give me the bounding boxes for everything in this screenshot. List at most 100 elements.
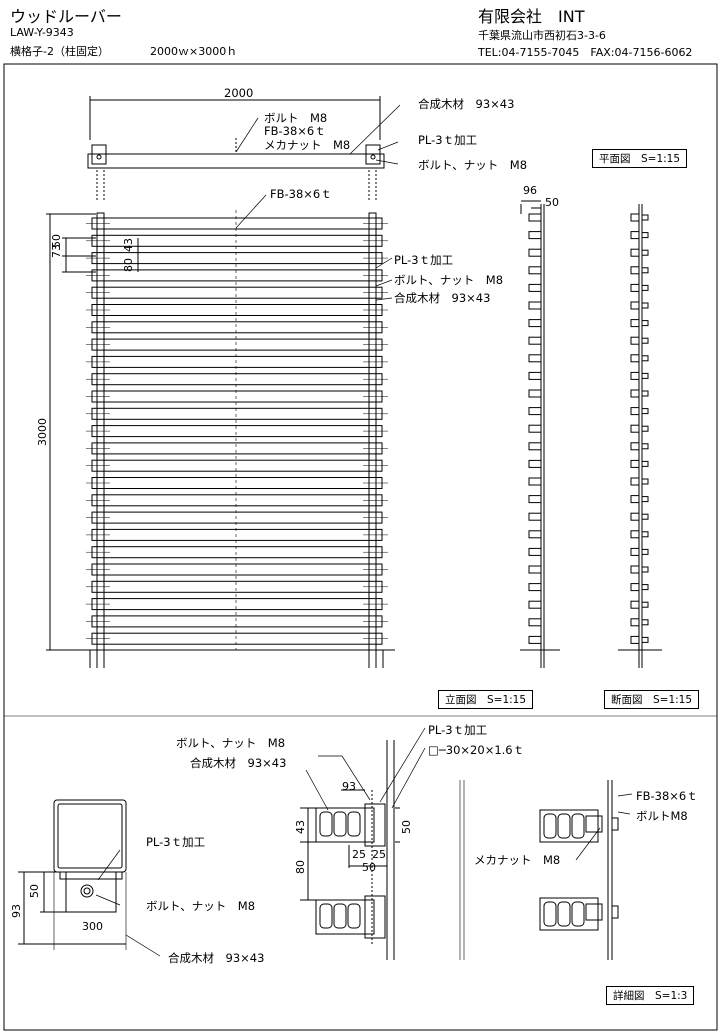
sheet-border — [3, 63, 718, 1031]
detail-left-label-pl: PL-3ｔ加工 — [146, 835, 206, 849]
section-slat — [528, 635, 542, 644]
sec-scale-box: 断面図 S=1:15 — [604, 690, 700, 709]
elevation-slat — [91, 269, 383, 282]
elevation-slat — [91, 425, 383, 438]
plan-label-fb: FB-38×6ｔ — [264, 124, 326, 138]
section-slat — [528, 583, 542, 592]
section-slat — [630, 442, 640, 451]
elev-dim-80: 80 — [122, 258, 135, 272]
plan-label-nut: メカナット M8 — [264, 138, 351, 152]
plan-view-geometry — [87, 96, 401, 200]
section-slat — [630, 565, 640, 574]
elevation-slat — [91, 632, 383, 645]
wood-hollow — [543, 813, 557, 839]
detail-scale-box: 詳細図 S=1:3 — [606, 986, 695, 1005]
section-slat — [528, 459, 542, 468]
elev-dim-50: 50 — [50, 234, 63, 248]
detail-dim-25b: 25 — [372, 848, 386, 861]
wood-hollow — [557, 901, 571, 927]
plan-scale-box: 平面図 S=1:15 — [592, 149, 688, 168]
company-address: 千葉県流山市西初石3-3-6 — [478, 29, 606, 42]
section-slat — [528, 530, 542, 539]
detail-label-pl: PL-3ｔ加工 — [428, 723, 488, 737]
section-slat — [528, 442, 542, 451]
section-bolt — [641, 284, 649, 291]
section-slat — [630, 547, 640, 556]
elevation-slat — [91, 442, 383, 455]
section-slat — [528, 407, 542, 416]
section-slat — [528, 266, 542, 275]
section-slat — [630, 407, 640, 416]
wood-hollow — [557, 813, 571, 839]
section-bolt — [641, 443, 649, 450]
elevation-slat — [91, 477, 383, 489]
detail-label-pipe: □─30×20×1.6ｔ — [428, 743, 525, 757]
section-bolt — [641, 460, 649, 467]
sec-dim-96: 96 — [523, 184, 537, 197]
elevation-slat — [91, 286, 383, 299]
plan-label-pl: PL-3ｔ加工 — [418, 133, 478, 147]
detail-left-label-wood: 合成木材 93×43 — [168, 951, 265, 965]
wood-section-pads — [319, 811, 585, 929]
section-slat — [630, 424, 640, 433]
section-bolt — [641, 232, 649, 239]
elevation-slat — [91, 494, 383, 507]
elev-label-fb: FB-38×6ｔ — [270, 187, 332, 201]
section-bolt — [641, 636, 649, 643]
section-slat — [630, 248, 640, 257]
elev-label-boltnut: ボルト、ナット M8 — [394, 273, 504, 287]
section-slat — [630, 583, 640, 592]
detail-dim-25a: 25 — [352, 848, 366, 861]
detail-left-label-boltnut: ボルト、ナット M8 — [146, 899, 256, 913]
section-bolt — [641, 249, 649, 256]
drawing-title: ウッドルーバー — [10, 7, 122, 26]
section-bolt — [641, 619, 649, 626]
section-slat — [630, 635, 640, 644]
section-slat — [528, 213, 542, 222]
elevation-slats — [86, 217, 388, 645]
elev-label-pl: PL-3ｔ加工 — [394, 253, 454, 267]
wood-hollow — [347, 903, 361, 929]
wood-hollow — [333, 811, 347, 837]
elev-dim-3000: 3000 — [36, 418, 49, 446]
section-bolt — [641, 302, 649, 309]
elev-scale-box: 立面図 S=1:15 — [438, 690, 534, 709]
section-bolt — [641, 496, 649, 503]
company-name: 有限会社 INT — [478, 7, 585, 26]
section-slat — [630, 512, 640, 521]
section-bolt — [641, 214, 649, 221]
detail-right-geometry — [459, 780, 633, 960]
detail-label-boltnut: ボルト、ナット M8 — [176, 736, 286, 750]
section-slat — [630, 389, 640, 398]
section-slat — [528, 512, 542, 521]
company-contact: TEL:04-7155-7045 FAX:04-7156-6062 — [478, 46, 693, 59]
section-slat — [528, 301, 542, 310]
wood-hollow — [333, 903, 347, 929]
elev-dim-43: 43 — [122, 238, 135, 252]
section-slat — [630, 354, 640, 363]
wood-hollow — [319, 811, 333, 837]
detail-dim-50: 50 — [28, 884, 41, 898]
section-slat — [630, 231, 640, 240]
section-bolt — [641, 267, 649, 274]
wood-hollow — [571, 813, 585, 839]
detail-label-boltm8: ボルトM8 — [636, 809, 688, 823]
elevation-slat — [91, 390, 383, 403]
section-slat — [528, 477, 542, 486]
wood-hollow — [347, 811, 361, 837]
elev-label-wood: 合成木材 93×43 — [394, 291, 491, 305]
section-bolt — [641, 425, 649, 432]
section-slats — [528, 213, 649, 644]
plan-label-wood: 合成木材 93×43 — [418, 97, 515, 111]
section-slat — [528, 389, 542, 398]
section-slat — [528, 336, 542, 345]
detail-middle-geometry — [300, 727, 426, 960]
wood-hollow — [543, 901, 557, 927]
elevation-slat — [91, 528, 383, 541]
section-slat — [528, 495, 542, 504]
elevation-slat — [91, 234, 383, 247]
section-bolt — [641, 566, 649, 573]
elevation-slat — [91, 546, 383, 559]
elevation-slat — [91, 563, 383, 576]
